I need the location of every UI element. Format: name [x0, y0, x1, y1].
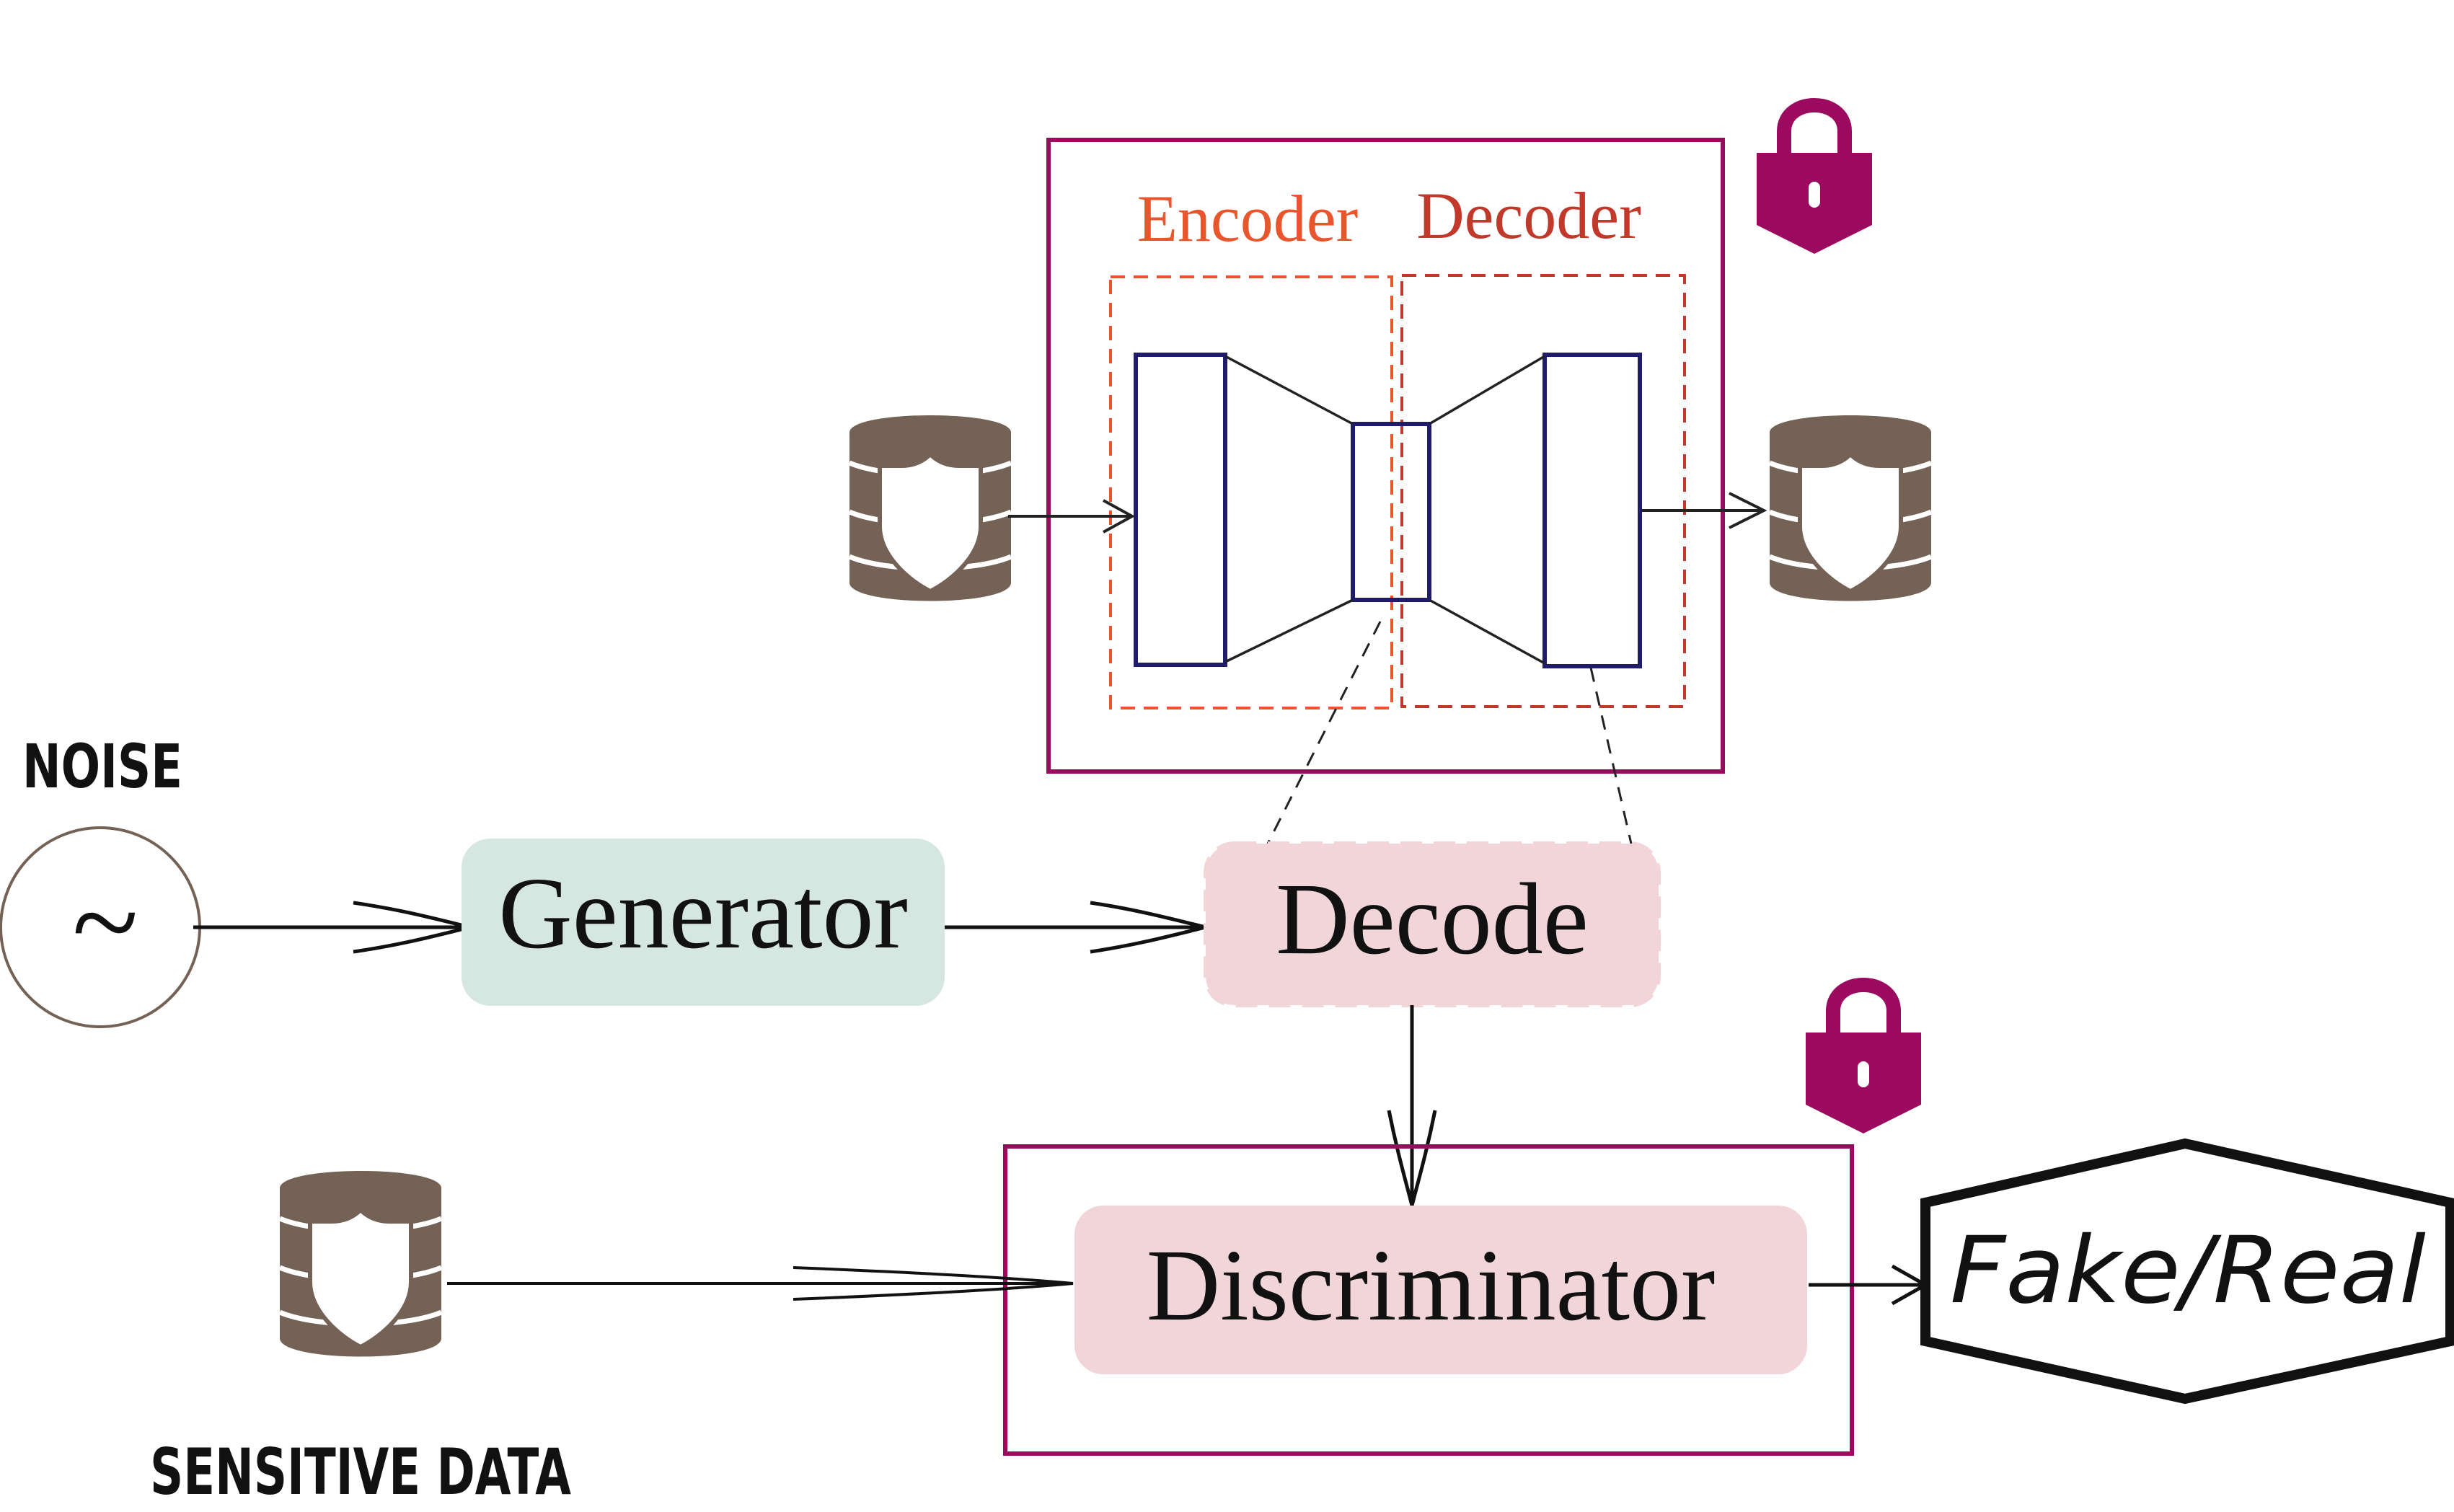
noise-to-generator-arrow — [193, 901, 471, 954]
decode-box — [1204, 841, 1661, 1007]
data-to-discriminator-arrow — [447, 1266, 1074, 1301]
discriminator-frame — [1003, 1144, 1854, 1456]
decode-connector-left — [1266, 621, 1382, 844]
sensitive-database-icon — [280, 1171, 441, 1357]
encoder-region — [1109, 275, 1393, 709]
autoencoder-network — [1134, 353, 1642, 668]
decode-label: Decode — [1276, 862, 1589, 976]
fake-real-hexagon — [1920, 1138, 2454, 1405]
autoencoder-frame — [1046, 138, 1725, 774]
input-database-icon — [849, 415, 1011, 601]
output-database-icon — [1770, 415, 1931, 601]
discriminator-box — [1074, 1206, 1807, 1374]
autoencoder-input-arrow — [1008, 499, 1136, 534]
fake-real-label: Fake/Real — [1950, 1217, 2426, 1325]
decoder-label: Decoder — [1416, 179, 1641, 252]
generator-to-decode-arrow — [945, 901, 1206, 954]
noise-label: NOISE — [22, 731, 182, 802]
generator-label: Generator — [498, 856, 908, 970]
encoder-label: Encoder — [1137, 182, 1359, 255]
autoencoder-output-arrow — [1641, 492, 1767, 529]
noise-symbol: ~ — [72, 854, 138, 990]
discriminator-to-output-arrow — [1809, 1264, 1930, 1306]
padlock-icon — [1806, 985, 1921, 1133]
padlock-icon — [1757, 105, 1872, 254]
decode-connector-right — [1589, 667, 1633, 844]
sensitive-data-label: SENSITIVE DATA — [150, 1435, 571, 1509]
discriminator-label: Discriminator — [1147, 1228, 1716, 1342]
generator-box — [462, 839, 945, 1006]
decode-to-discriminator-arrow — [1387, 1005, 1437, 1206]
decoder-region — [1400, 274, 1686, 708]
